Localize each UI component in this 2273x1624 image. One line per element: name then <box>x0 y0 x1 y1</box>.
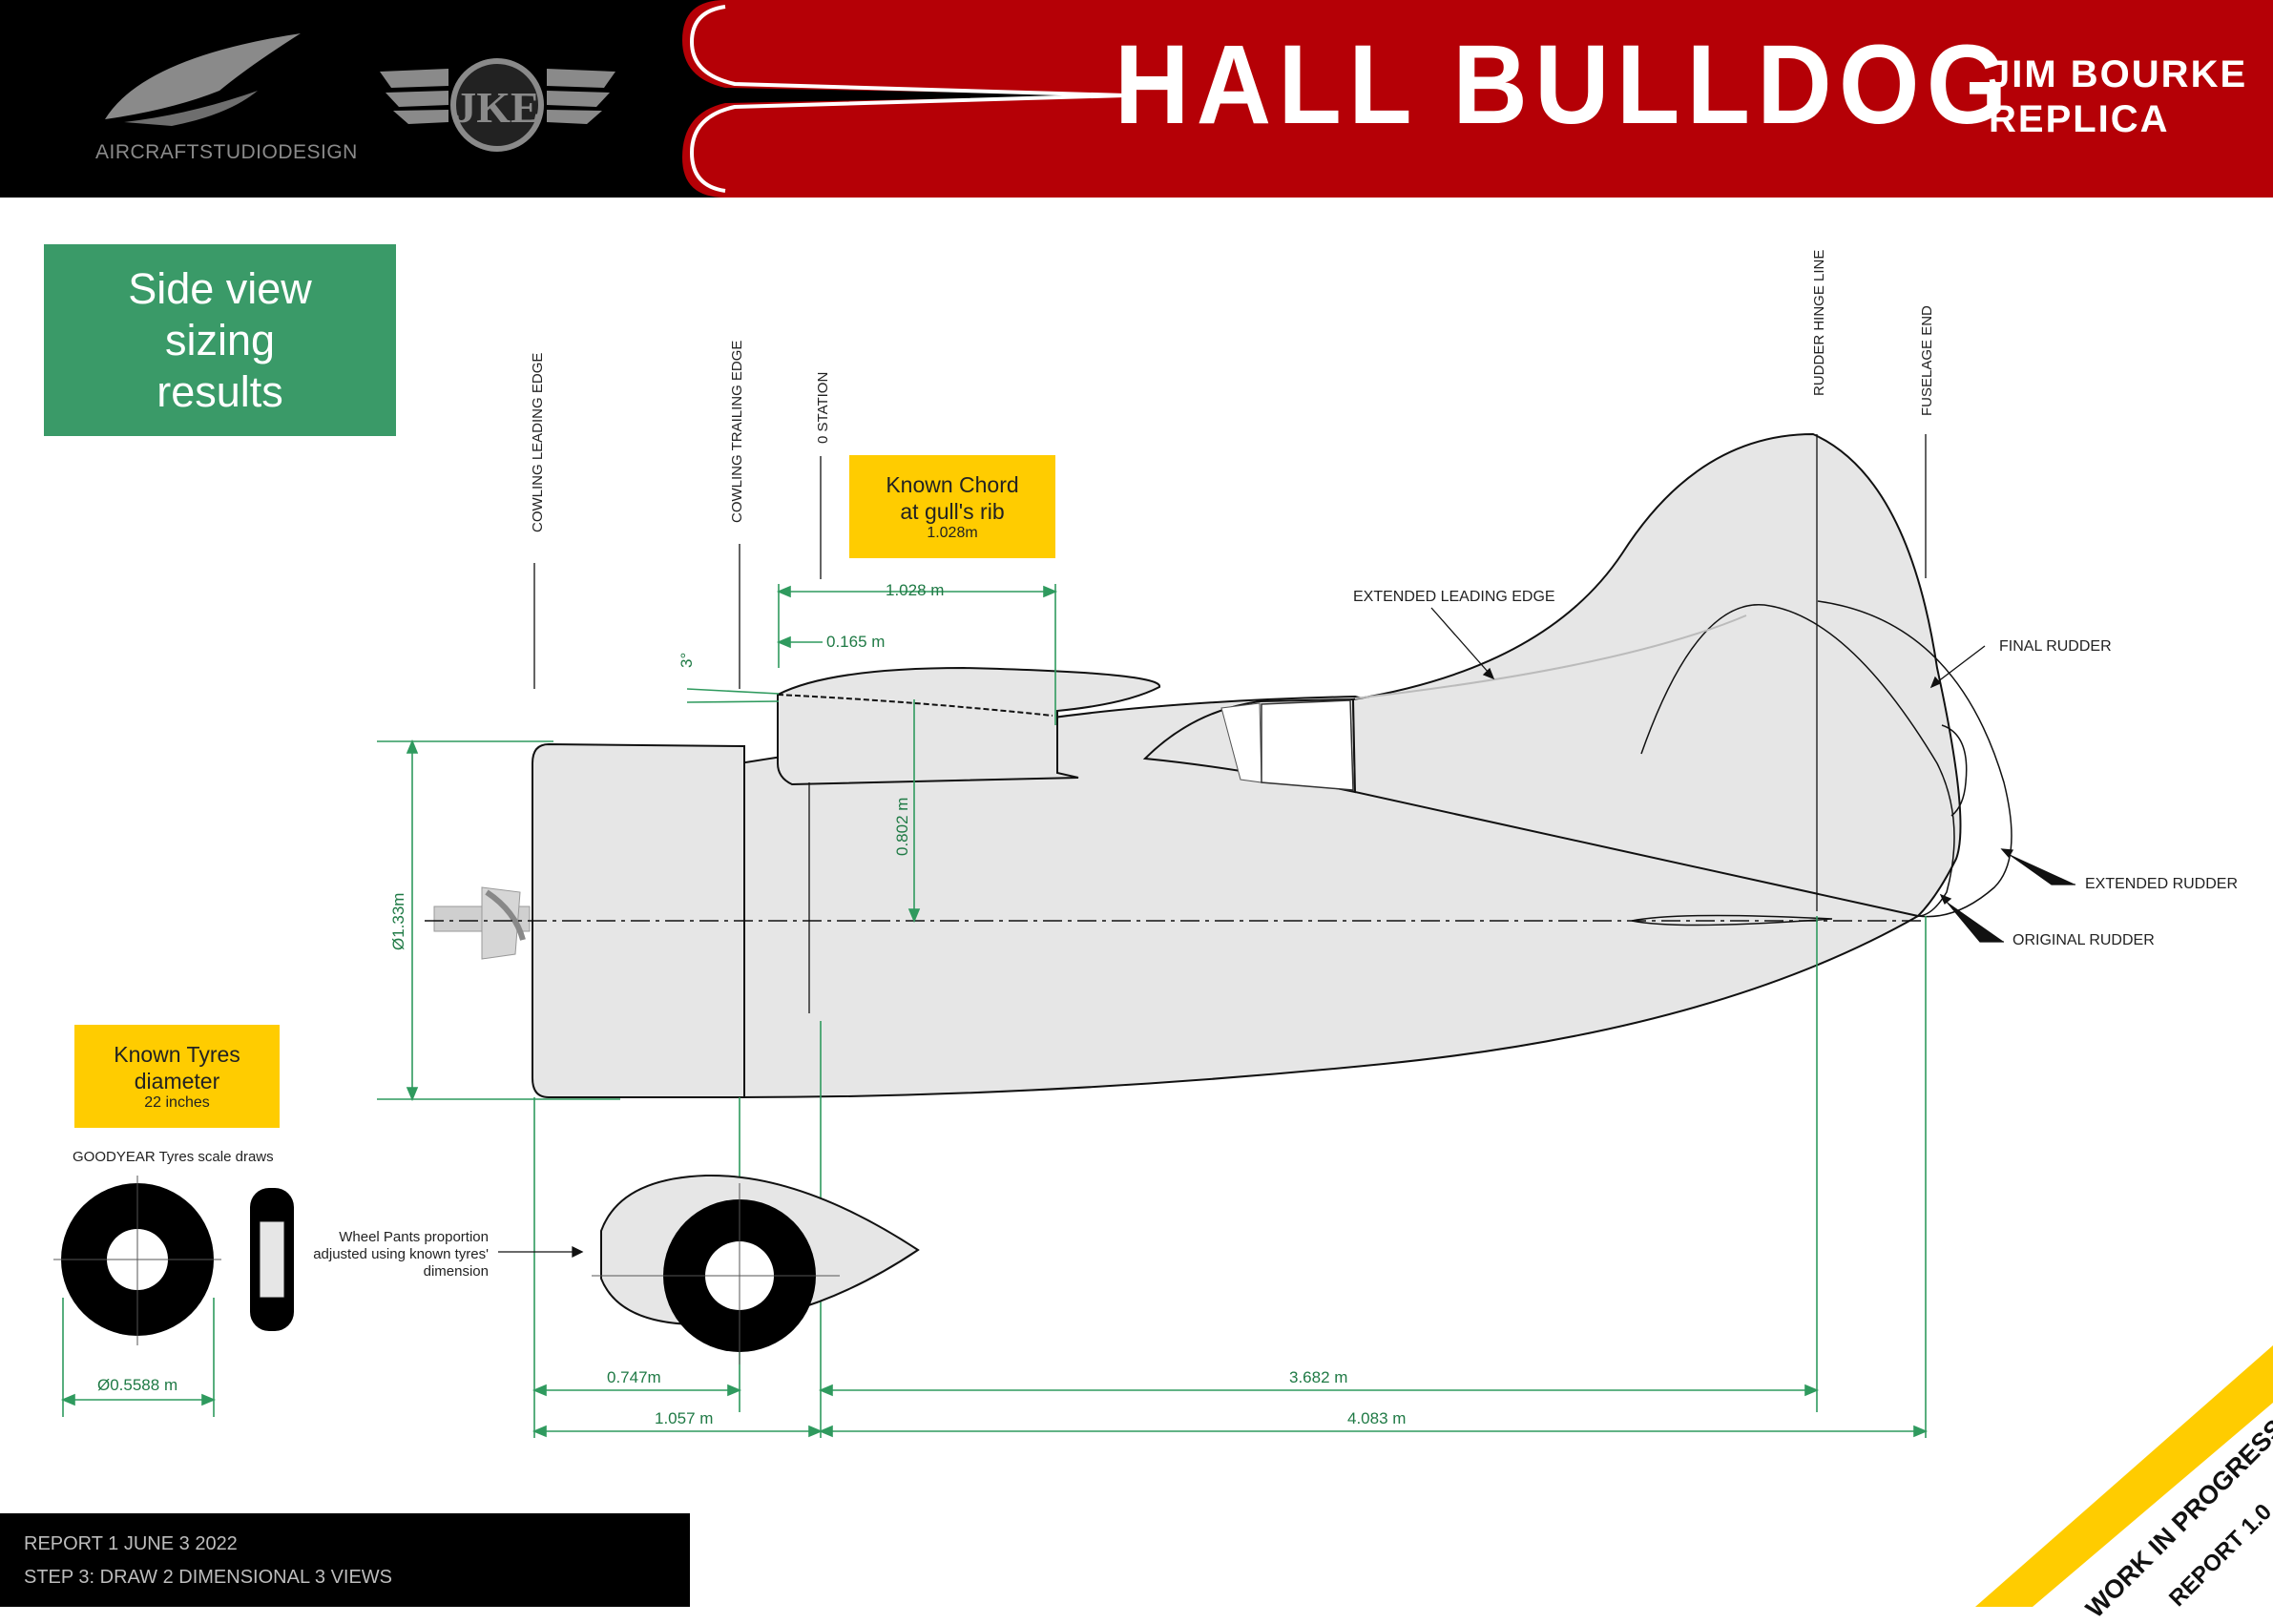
known-chord-box: Known Chord at gull's rib 1.028m <box>849 455 1055 558</box>
subtitle-line-2: REPLICA <box>1989 98 2170 140</box>
tail-fin <box>1351 432 1962 918</box>
original-rudder-outline <box>1941 724 1968 817</box>
dim-cowling-length: 0.747m <box>607 1368 661 1386</box>
extended-rudder-outline <box>1817 600 2012 918</box>
final-rudder-outline <box>1640 604 1955 917</box>
airfoil-chord <box>777 694 1053 717</box>
dim-angle: 3° <box>678 652 696 668</box>
label-fuselage-end: FUSELAGE END <box>1919 305 1935 416</box>
wheel-pants-note: Wheel Pants proportion adjusted using kn… <box>313 1229 489 1280</box>
page-title: HALL BULLDOG <box>1115 22 2014 148</box>
section-heading-box: Side view sizing results <box>44 244 396 436</box>
label-cowling-trailing-edge: COWLING TRAILING EDGE <box>729 340 745 523</box>
wing-logo-icon <box>105 33 301 126</box>
label-rudder-hinge-line: RUDDER HINGE LINE <box>1811 249 1827 396</box>
banner-white-stripe <box>689 5 1127 193</box>
dim-station-to-end: 4.083 m <box>1347 1409 1407 1427</box>
label-zero-station: 0 STATION <box>815 371 831 444</box>
footer-bar <box>0 1513 690 1607</box>
header-graphics: JKE <box>105 0 2273 198</box>
tyre-front-view <box>250 1188 294 1331</box>
dim-chord: 1.028 m <box>886 581 945 599</box>
known-tyres-value: 22 inches <box>144 1094 210 1112</box>
section-heading: Side view sizing results <box>128 263 312 416</box>
studio-logo-text: AIRCRAFTSTUDIODESIGN <box>95 141 358 163</box>
dim-offset: 0.165 m <box>826 633 886 651</box>
callout-final-rudder: FINAL RUDDER <box>1999 638 2112 655</box>
badge-monogram: JKE <box>454 83 539 132</box>
subtitle-line-1: JIM BOURKE <box>1989 53 2248 95</box>
callout-extended-rudder: EXTENDED RUDDER <box>2085 876 2239 892</box>
wip-badge <box>1975 1345 2273 1607</box>
title-banner <box>682 0 2273 198</box>
dim-station-to-hinge: 3.682 m <box>1289 1368 1348 1386</box>
known-chord-value: 1.028m <box>927 525 978 542</box>
jke-badge-icon: JKE <box>380 58 615 152</box>
dim-tyre-diameter: Ø0.5588 m <box>97 1376 178 1394</box>
label-cowling-leading-edge: COWLING LEADING EDGE <box>530 352 546 532</box>
dim-height: 0.802 m <box>893 797 911 856</box>
dim-nose-to-station: 1.057 m <box>655 1409 714 1427</box>
dim-diameter: Ø1.33m <box>389 892 407 950</box>
goodyear-note: GOODYEAR Tyres scale draws <box>73 1149 274 1165</box>
extended-leading-edge <box>1354 614 1747 699</box>
callout-original-rudder: ORIGINAL RUDDER <box>2012 932 2155 948</box>
wing-section <box>777 666 1160 786</box>
callout-extended-leading-edge: EXTENDED LEADING EDGE <box>1353 589 1555 605</box>
footer-step: STEP 3: DRAW 2 DIMENSIONAL 3 VIEWS <box>24 1567 393 1588</box>
known-tyres-box: Known Tyres diameter 22 inches <box>74 1025 280 1128</box>
known-chord-title: Known Chord at gull's rib <box>886 472 1019 524</box>
known-tyres-title: Known Tyres diameter <box>114 1042 240 1093</box>
footer-report-date: REPORT 1 JUNE 3 2022 <box>24 1533 238 1554</box>
propeller-hub-icon <box>433 886 531 960</box>
